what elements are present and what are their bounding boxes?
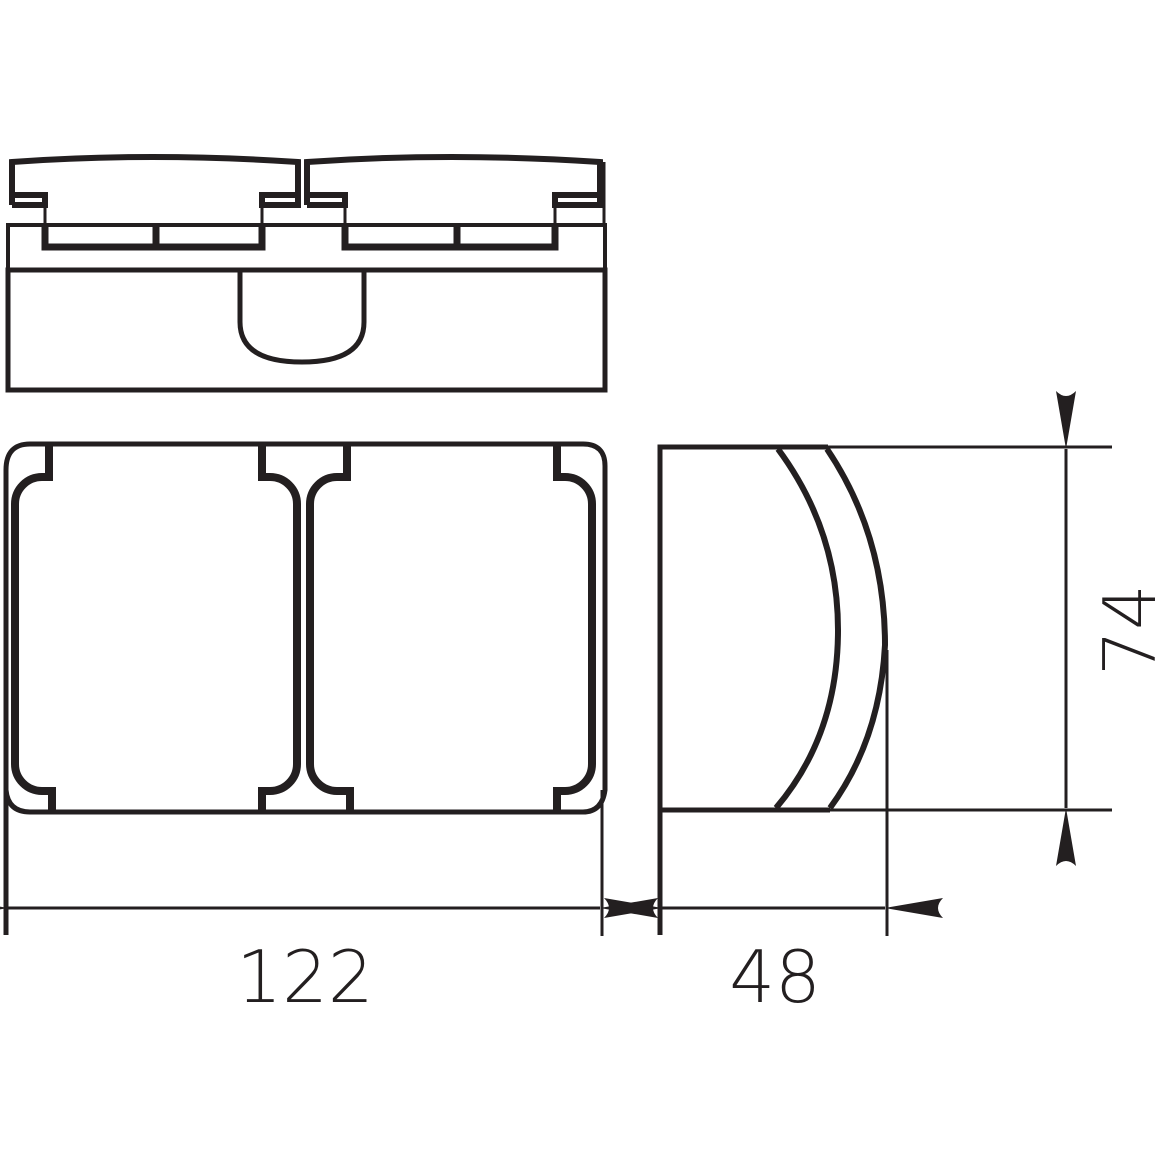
dimension-depth: 48 bbox=[604, 650, 943, 1019]
left-cover-left-edge bbox=[11, 446, 56, 812]
dimension-width: 122 bbox=[0, 790, 658, 1019]
side-view-lid-inner-curve bbox=[773, 447, 842, 810]
top-view-lid-hinge-right bbox=[341, 225, 559, 251]
right-cover-left-edge bbox=[306, 446, 354, 812]
right-cover-right-edge bbox=[553, 446, 596, 812]
top-view-frame-band bbox=[6, 223, 607, 270]
top-view-base bbox=[5, 267, 608, 393]
front-view bbox=[3, 441, 608, 935]
dimension-label-height: 74 bbox=[1088, 584, 1156, 676]
left-cover-right-edge bbox=[258, 446, 301, 812]
top-view-lid-left bbox=[9, 154, 301, 208]
dimension-label-depth: 48 bbox=[729, 935, 821, 1019]
side-view-lid-outer-curve bbox=[824, 447, 889, 810]
top-view-lid-left-edges bbox=[43, 195, 264, 225]
side-view-body bbox=[657, 444, 830, 935]
front-view-outline bbox=[3, 441, 608, 935]
top-view bbox=[5, 154, 608, 393]
side-view bbox=[657, 444, 889, 935]
top-view-lid-hinge-left bbox=[41, 225, 266, 251]
dimension-label-width: 122 bbox=[236, 935, 373, 1019]
top-view-cable-entry bbox=[237, 272, 367, 365]
dimension-height: 74 bbox=[828, 391, 1156, 866]
top-view-lid-right-edges bbox=[343, 162, 606, 225]
